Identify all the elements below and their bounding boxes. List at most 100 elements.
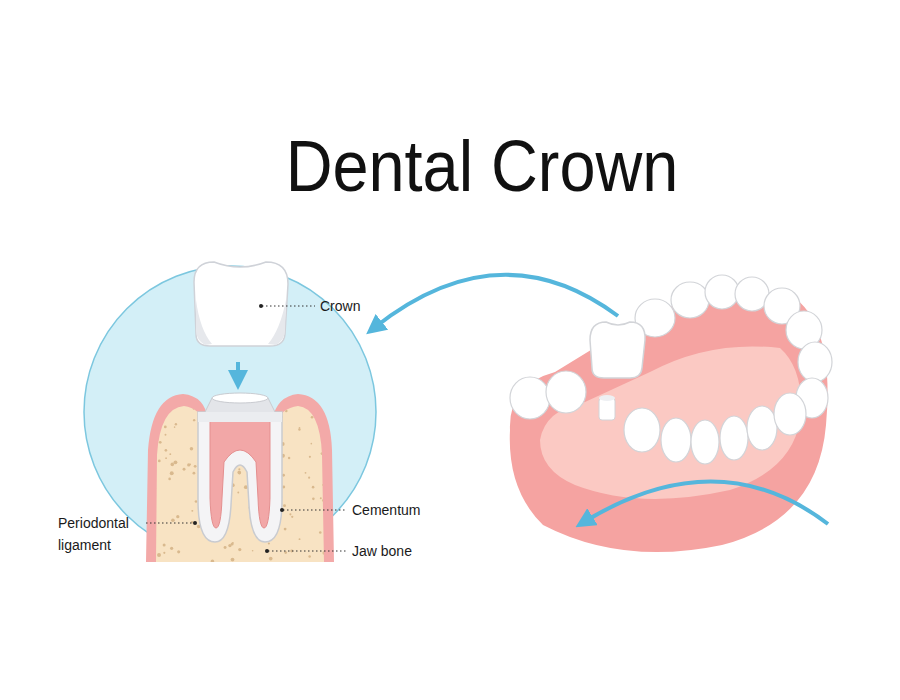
bone-texture — [163, 402, 166, 405]
bone-texture — [228, 544, 231, 547]
leader-lines — [283, 510, 347, 511]
bone-texture — [310, 443, 312, 445]
tooth-row — [661, 418, 691, 462]
leader-dots — [259, 304, 263, 308]
bone-texture — [154, 487, 156, 489]
bone-texture — [232, 542, 234, 544]
bone-texture — [193, 407, 195, 409]
crown-cap — [194, 262, 288, 346]
bone-texture — [285, 410, 288, 413]
bone-texture — [175, 423, 177, 425]
bone-texture — [190, 447, 193, 450]
bone-texture — [158, 460, 161, 463]
bone-texture — [319, 531, 322, 534]
bone-texture — [322, 551, 326, 555]
tooth-row — [691, 420, 719, 464]
bone-texture — [298, 428, 300, 430]
bone-texture — [288, 457, 290, 459]
leader-dots — [193, 521, 197, 525]
leader-lines — [262, 306, 315, 307]
part-label: Jaw bone — [352, 543, 412, 559]
bone-texture — [178, 399, 182, 403]
bone-texture — [193, 419, 195, 421]
title: Dental Crown — [264, 130, 700, 202]
gum-and-bone-section — [146, 394, 334, 562]
jaw-model — [510, 275, 832, 552]
bone-texture — [176, 515, 179, 518]
bone-texture — [174, 460, 178, 464]
bone-texture — [193, 472, 196, 475]
tooth-row — [705, 275, 739, 309]
bone-texture — [309, 456, 311, 458]
bone-texture — [322, 499, 324, 501]
bone-texture — [159, 441, 162, 444]
curved-arrows — [374, 275, 828, 524]
bone-texture — [149, 479, 152, 482]
crown-cap — [196, 300, 212, 345]
curved-arrows — [584, 481, 828, 524]
jaw-model — [599, 398, 615, 420]
tooth-row — [747, 406, 777, 450]
bone-texture — [284, 551, 287, 554]
tooth-section — [210, 420, 270, 528]
bone-texture — [321, 452, 324, 455]
part-label: Cementum — [352, 502, 420, 518]
bone-texture — [164, 426, 167, 429]
bone-texture — [164, 410, 166, 412]
bone-texture — [165, 449, 168, 452]
bone-texture — [308, 477, 310, 479]
bone-texture — [291, 516, 293, 518]
tooth-row — [546, 371, 586, 413]
bone-texture — [171, 518, 175, 522]
bone-texture — [211, 559, 215, 563]
bone-texture — [283, 504, 286, 507]
bone-texture — [238, 468, 240, 470]
bone-texture — [311, 416, 314, 419]
bone-texture — [152, 528, 155, 531]
bone-texture — [305, 472, 307, 474]
bone-texture — [157, 553, 161, 557]
tooth-section — [212, 393, 268, 403]
crown-cap — [194, 262, 288, 346]
tooth-row — [510, 377, 550, 419]
bone-texture — [284, 528, 287, 531]
bone-texture — [326, 472, 328, 474]
bone-texture — [149, 399, 331, 563]
bone-texture — [150, 523, 153, 526]
tooth-row — [671, 282, 709, 318]
tooth-row — [510, 275, 832, 464]
jaw-model — [540, 346, 801, 498]
crown-cap — [268, 300, 286, 345]
bone-texture — [320, 497, 322, 499]
gum-and-bone-section — [146, 394, 334, 563]
bone-texture — [174, 426, 176, 428]
bone-texture — [177, 550, 180, 553]
bone-texture — [163, 552, 165, 554]
down-arrow — [236, 362, 240, 380]
bone-texture — [153, 452, 155, 454]
bone-texture — [237, 471, 241, 475]
bone-texture — [169, 453, 171, 455]
bone-texture — [200, 399, 203, 402]
part-label: Crown — [320, 298, 360, 314]
bone-texture — [150, 458, 153, 461]
bone-texture — [308, 555, 311, 558]
bone-texture — [183, 468, 186, 471]
bone-texture — [269, 557, 273, 561]
bone-texture — [238, 472, 241, 475]
leader-dots — [193, 304, 284, 553]
gum-and-bone-section — [156, 406, 324, 562]
jaw-model — [599, 395, 615, 401]
jaw-model — [510, 293, 828, 552]
bone-texture — [268, 542, 270, 544]
leader-dots — [280, 508, 284, 512]
bone-texture — [191, 510, 193, 512]
jaw-model — [590, 322, 645, 378]
leader-dots — [265, 549, 269, 553]
tooth-row — [774, 393, 806, 435]
bone-texture — [165, 457, 167, 459]
bone-texture — [189, 464, 191, 466]
tooth-section — [198, 393, 282, 542]
